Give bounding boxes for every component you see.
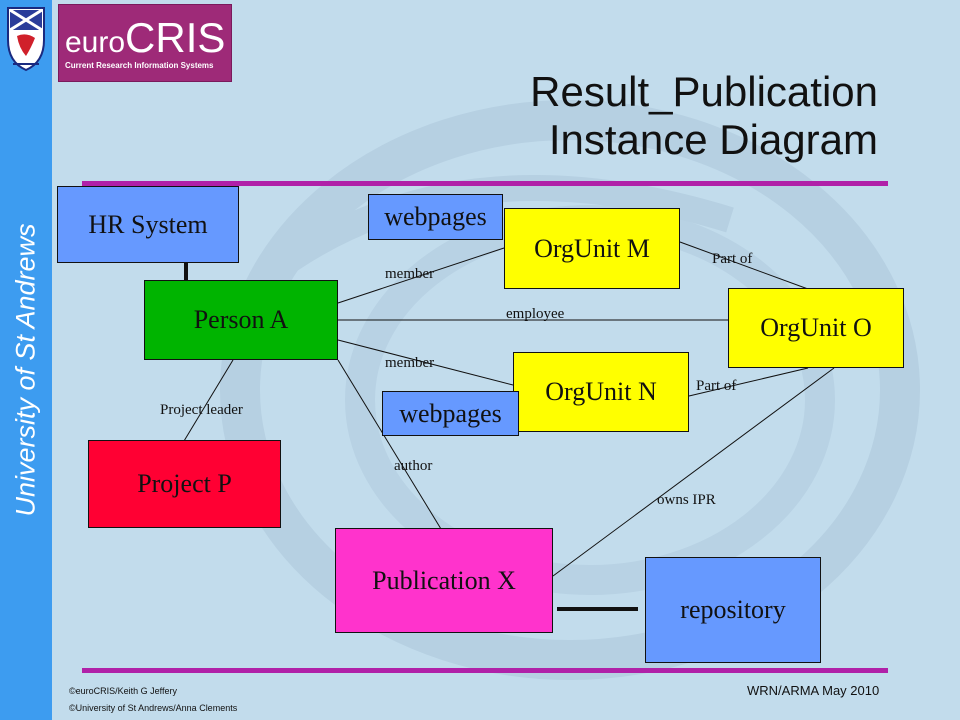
background-watermark	[220, 100, 920, 680]
footer-copyright-eurocris: ©euroCRIS/Keith G Jeffery	[69, 686, 178, 696]
footer-event: WRN/ARMA May 2010	[747, 683, 880, 698]
node-publication-x: Publication X	[335, 528, 553, 633]
connector-orgunit-n-o	[688, 367, 809, 397]
connector-publication-orgunit-o	[552, 367, 835, 577]
node-project-p: Project P	[88, 440, 281, 528]
sidebar: University of St Andrews	[0, 0, 52, 720]
node-webpages-mid: webpages	[382, 391, 519, 436]
edge-label-member-2: member	[385, 355, 435, 371]
edge-label-project-leader: Project leader	[160, 402, 243, 418]
connector-person-project	[183, 359, 234, 442]
node-person-a: Person A	[144, 280, 338, 360]
edge-label-part-of-2: Part of	[696, 378, 737, 394]
connector-person-publication	[337, 359, 442, 530]
edge-label-employee: employee	[506, 306, 565, 322]
edge-label-owns-ipr: owns IPR	[657, 492, 716, 508]
edge-label-author: author	[394, 458, 433, 474]
node-webpages-top: webpages	[368, 194, 503, 240]
logo-tagline: Current Research Information Systems	[65, 61, 214, 70]
page-title: Result_Publication Instance Diagram	[530, 68, 878, 164]
edge-label-part-of-1: Part of	[712, 251, 753, 267]
top-divider	[82, 181, 888, 186]
bottom-divider	[82, 668, 888, 673]
logo-prefix: euro	[65, 26, 126, 59]
logo-main: CRIS	[125, 14, 226, 61]
node-orgunit-n: OrgUnit N	[513, 352, 689, 432]
footer-copyright-st-andrews: ©University of St Andrews/Anna Clements	[69, 703, 238, 713]
connector-person-orgunit-n	[337, 339, 514, 386]
title-line-2: Instance Diagram	[548, 116, 878, 163]
title-line-1: Result_Publication	[530, 68, 878, 115]
edge-label-member-1: member	[385, 266, 435, 282]
university-crest-icon	[7, 7, 45, 72]
node-repository: repository	[645, 557, 821, 663]
node-orgunit-m: OrgUnit M	[504, 208, 680, 289]
connector-person-orgunit-m	[337, 247, 505, 304]
connector-orgunit-m-o	[679, 241, 809, 290]
eurocris-logo: euroCRIS Current Research Information Sy…	[58, 4, 232, 82]
node-hr-system: HR System	[57, 186, 239, 263]
node-orgunit-o: OrgUnit O	[728, 288, 904, 368]
